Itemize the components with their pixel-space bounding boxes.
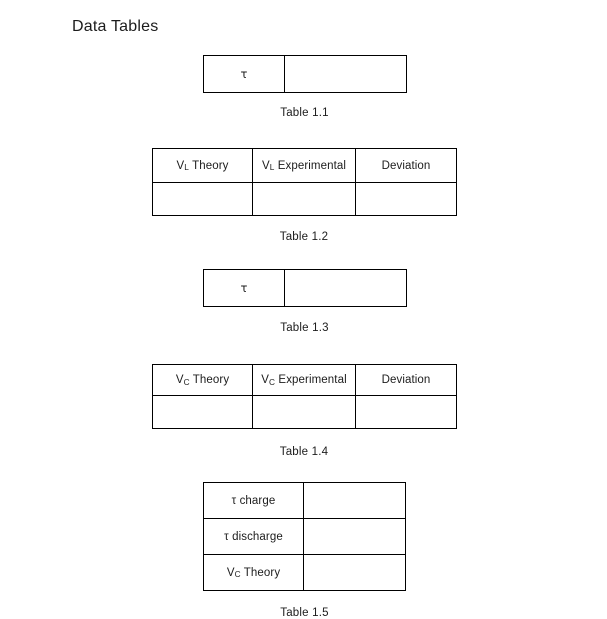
cell-tau-value[interactable] [284,55,407,93]
header-text: Theory [189,159,229,172]
header-subscript: L [184,163,189,173]
cell-deviation-value[interactable] [355,182,457,216]
header-vl-theory: VL Theory [152,148,253,183]
page-title: Data Tables [72,17,159,35]
table-caption-1-5: Table 1.5 [280,607,329,619]
header-symbol: V [261,374,270,386]
header-deviation: Deviation [355,364,457,396]
cell-vc-experimental-value[interactable] [252,395,356,429]
cell-tau-charge-value[interactable] [303,482,406,519]
header-subscript: C [269,377,276,387]
header-subscript: C [183,377,190,387]
table-block-1-1: τ Table 1.1 [203,55,407,119]
header-symbol: V [261,159,270,172]
header-deviation: Deviation [355,148,457,183]
table-row: τ charge [203,482,406,519]
table-row: τ discharge [203,518,406,555]
label-symbol: V [226,566,235,579]
table-block-1-2: VL Theory VL Experimental Deviation Tabl… [152,148,457,243]
cell-deviation-value[interactable] [355,395,457,429]
header-symbol: V [176,159,185,172]
header-vl-experimental: VL Experimental [252,148,356,183]
cell-tau-value[interactable] [284,269,407,307]
table-1-3: τ [203,269,407,307]
table-header-row: VC Theory VC Experimental Deviation [152,364,457,396]
table-caption-1-3: Table 1.3 [280,322,329,334]
table-1-4: VC Theory VC Experimental Deviation [152,364,457,429]
label-text: Theory [240,566,281,579]
table-row [152,182,457,216]
cell-vc-theory-value[interactable] [152,395,253,429]
table-caption-1-1: Table 1.1 [280,107,329,119]
header-text: Experimental [274,159,347,172]
cell-vc-theory-value[interactable] [303,554,406,591]
table-row: τ [203,55,407,93]
table-block-1-3: τ Table 1.3 [203,269,407,334]
table-row [152,395,457,429]
table-header-row: VL Theory VL Experimental Deviation [152,148,457,183]
label-subscript: C [234,570,241,580]
table-block-1-4: VC Theory VC Experimental Deviation Tabl… [152,364,457,458]
cell-tau-label[interactable]: τ [203,55,285,93]
header-vc-experimental: VC Experimental [252,364,356,396]
header-text: Theory [189,374,230,386]
cell-tau-discharge-value[interactable] [303,518,406,555]
header-text: Deviation [381,159,431,172]
header-text: Experimental [275,374,347,386]
table-caption-1-2: Table 1.2 [279,231,329,243]
table-row: τ [203,269,407,307]
table-caption-1-4: Table 1.4 [279,446,329,458]
header-text: Deviation [381,374,431,386]
table-row: VC Theory [203,554,406,591]
cell-tau-discharge-label: τ discharge [203,518,304,555]
cell-tau-charge-label: τ charge [203,482,304,519]
header-subscript: L [269,163,275,173]
table-block-1-5: τ charge τ discharge VC Theory Table 1.5 [203,482,406,619]
header-vc-theory: VC Theory [152,364,253,396]
table-1-1: τ [203,55,407,93]
cell-vc-theory-label: VC Theory [203,554,304,591]
cell-vl-theory-value[interactable] [152,182,253,216]
table-1-2: VL Theory VL Experimental Deviation [152,148,457,216]
cell-vl-experimental-value[interactable] [252,182,356,216]
cell-tau-label[interactable]: τ [203,269,285,307]
header-symbol: V [175,374,184,386]
table-1-5: τ charge τ discharge VC Theory [203,482,406,591]
